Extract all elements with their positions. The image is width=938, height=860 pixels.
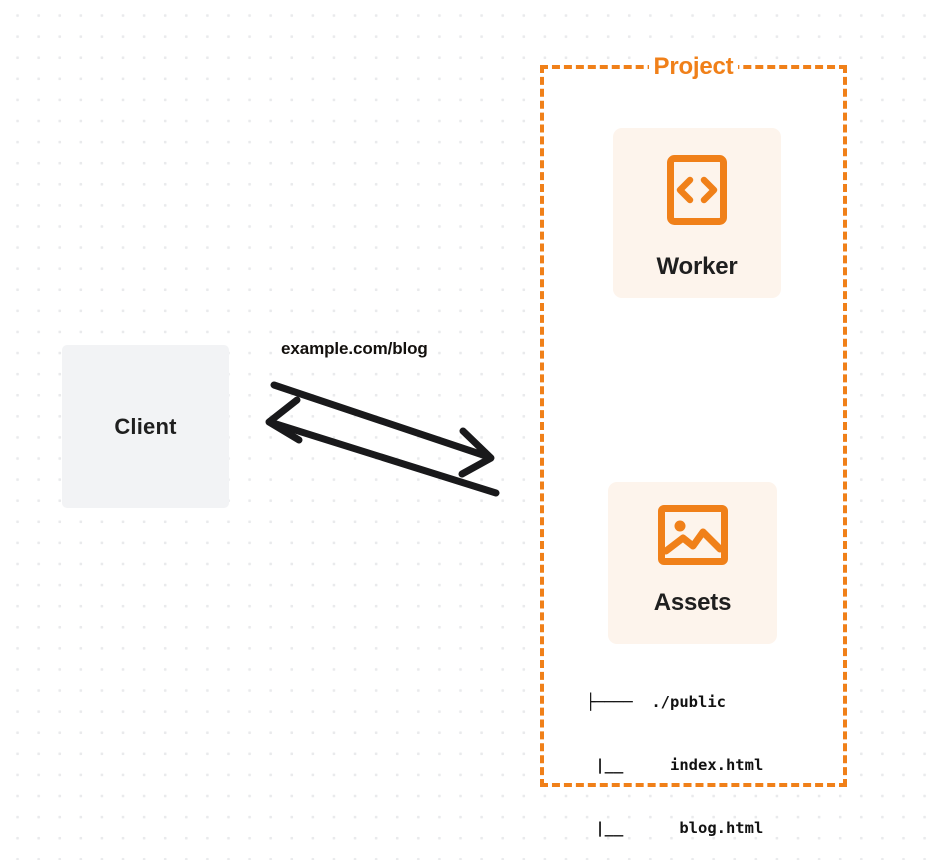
request-url-label: example.com/blog [281, 339, 428, 358]
response-arrow [265, 396, 500, 497]
request-arrow [270, 381, 495, 478]
file-tree-row: ├──── ./public [586, 693, 726, 711]
worker-card-title: Worker [656, 253, 738, 280]
project-title-label: Project [648, 53, 739, 81]
code-brackets-icon [666, 154, 728, 231]
assets-file-tree: ├──── ./public |__ index.html |__ blog.h… [586, 650, 763, 860]
file-tree-row: |__ index.html [586, 756, 764, 774]
file-tree-row: |__ blog.html [586, 819, 764, 837]
client-node[interactable]: Client [62, 345, 229, 508]
worker-card[interactable]: Worker [613, 128, 781, 298]
assets-card-title: Assets [653, 589, 732, 616]
image-icon [657, 504, 729, 571]
assets-card[interactable]: Assets [608, 482, 777, 644]
client-node-label: Client [114, 413, 177, 439]
